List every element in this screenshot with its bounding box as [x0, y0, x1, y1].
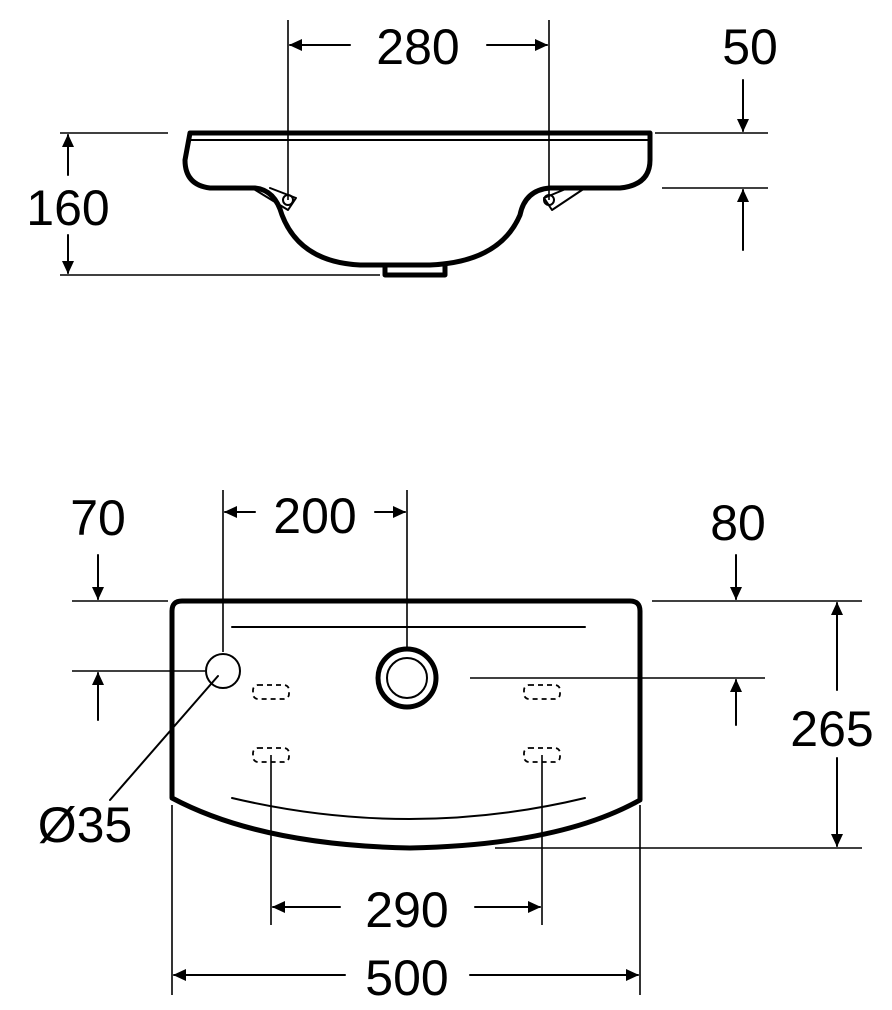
side-view-basin-outline [182, 130, 653, 268]
dim-diameter-leader [109, 675, 219, 801]
dim-70-label: 70 [70, 490, 126, 546]
drain-outer [375, 646, 439, 710]
dim-200-label: 200 [273, 488, 356, 544]
tap-hole [205, 653, 241, 689]
dim-80-label: 80 [710, 495, 766, 551]
side-view: 280 50 160 [26, 19, 778, 278]
top-view-bowl-front-edge [231, 797, 586, 820]
dim-diameter-label: Ø35 [38, 797, 133, 853]
dim-265-label: 265 [790, 701, 873, 757]
dim-280-label: 280 [376, 19, 459, 75]
dim-290-label: 290 [365, 882, 448, 938]
dim-50-label: 50 [722, 19, 778, 75]
mount-slot-top-right [523, 684, 561, 700]
drain-inner [386, 657, 428, 699]
top-view-outline [169, 598, 643, 851]
side-view-drain [382, 262, 448, 278]
top-view: 70 200 80 265 Ø35 290 500 [38, 488, 874, 1006]
side-view-bracket-right [543, 187, 586, 211]
mount-slot-top-left [252, 684, 290, 700]
dim-500-label: 500 [365, 950, 448, 1006]
dim-160-label: 160 [26, 180, 109, 236]
